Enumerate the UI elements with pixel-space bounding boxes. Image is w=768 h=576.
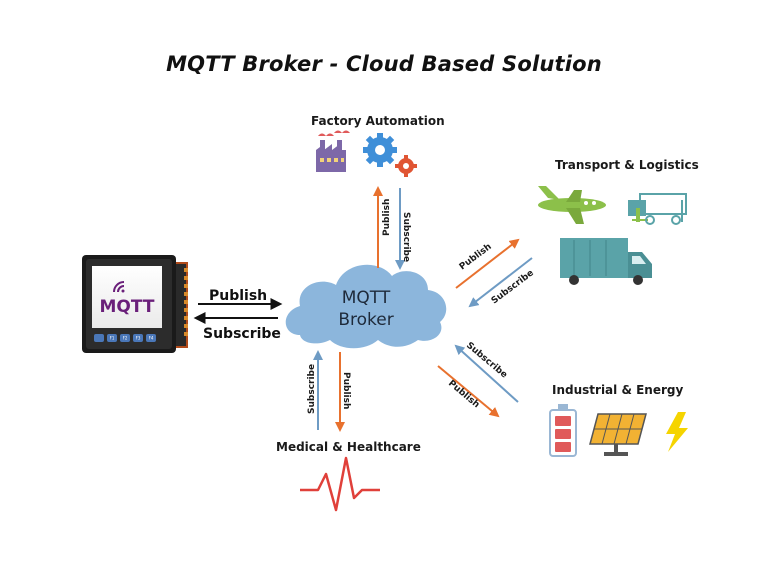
heartbeat-icon <box>300 456 380 512</box>
factory-subscribe-text: Subscribe <box>401 212 411 262</box>
device-publish-label: Publish <box>209 288 268 304</box>
truck-icon <box>560 238 652 285</box>
device-screen-logo: MQTT <box>100 297 155 317</box>
device-subscribe-label: Subscribe <box>203 326 281 342</box>
device-button-f3: F3 <box>136 336 141 341</box>
factory-automation-label: Factory Automation <box>311 114 445 128</box>
factory-publish-text: Publish <box>382 199 392 236</box>
medical-subscribe-text: Subscribe <box>307 364 317 414</box>
industrial-publish-arrow <box>437 365 500 418</box>
device-button-f2: F2 <box>123 336 128 341</box>
page-title: MQTT Broker - Cloud Based Solution <box>166 52 602 76</box>
transport-publish-arrow <box>455 238 520 289</box>
battery-icon <box>549 404 577 457</box>
device-button-row: F1 F2 F3 F4 <box>94 334 156 342</box>
factory-icon <box>316 130 350 172</box>
mqtt-wireless-icon <box>113 281 125 293</box>
device-button-f1: F1 <box>110 336 115 341</box>
broker-label-line1: MQTT <box>342 288 391 308</box>
forklift-icon <box>628 193 687 225</box>
transport-subscribe-arrow <box>468 257 533 308</box>
lightning-bolt-icon <box>666 412 688 452</box>
medical-publish-text: Publish <box>341 372 351 409</box>
transport-logistics-label: Transport & Logistics <box>555 158 699 172</box>
medical-healthcare-label: Medical & Healthcare <box>276 440 421 454</box>
gears-icon <box>363 133 417 177</box>
mqtt-device: MQTT F1 F2 F3 F4 <box>82 255 188 353</box>
device-button-f4: F4 <box>149 336 154 341</box>
industrial-energy-label: Industrial & Energy <box>552 383 684 397</box>
transport-publish-text: Publish <box>458 242 494 272</box>
industrial-subscribe-arrow <box>454 344 519 403</box>
broker-label-line2: Broker <box>338 310 393 330</box>
solar-panel-icon <box>589 413 647 456</box>
mqtt-broker-cloud: MQTT Broker <box>285 264 447 349</box>
airplane-icon <box>538 186 606 224</box>
industrial-publish-text: Publish <box>446 379 481 411</box>
